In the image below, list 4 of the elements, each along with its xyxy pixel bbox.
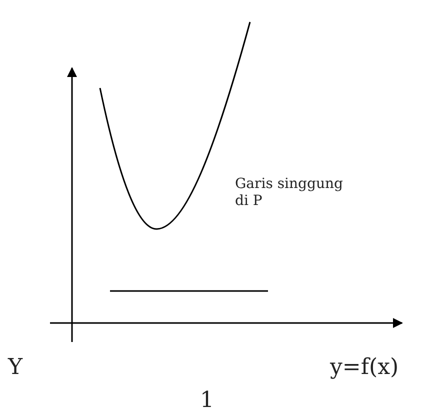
- axis-label: Y: [8, 355, 23, 382]
- axis-label: y=f(x): [330, 355, 399, 382]
- figure-number: 1: [200, 388, 214, 414]
- curve-label: Garis singgung di P: [235, 176, 344, 210]
